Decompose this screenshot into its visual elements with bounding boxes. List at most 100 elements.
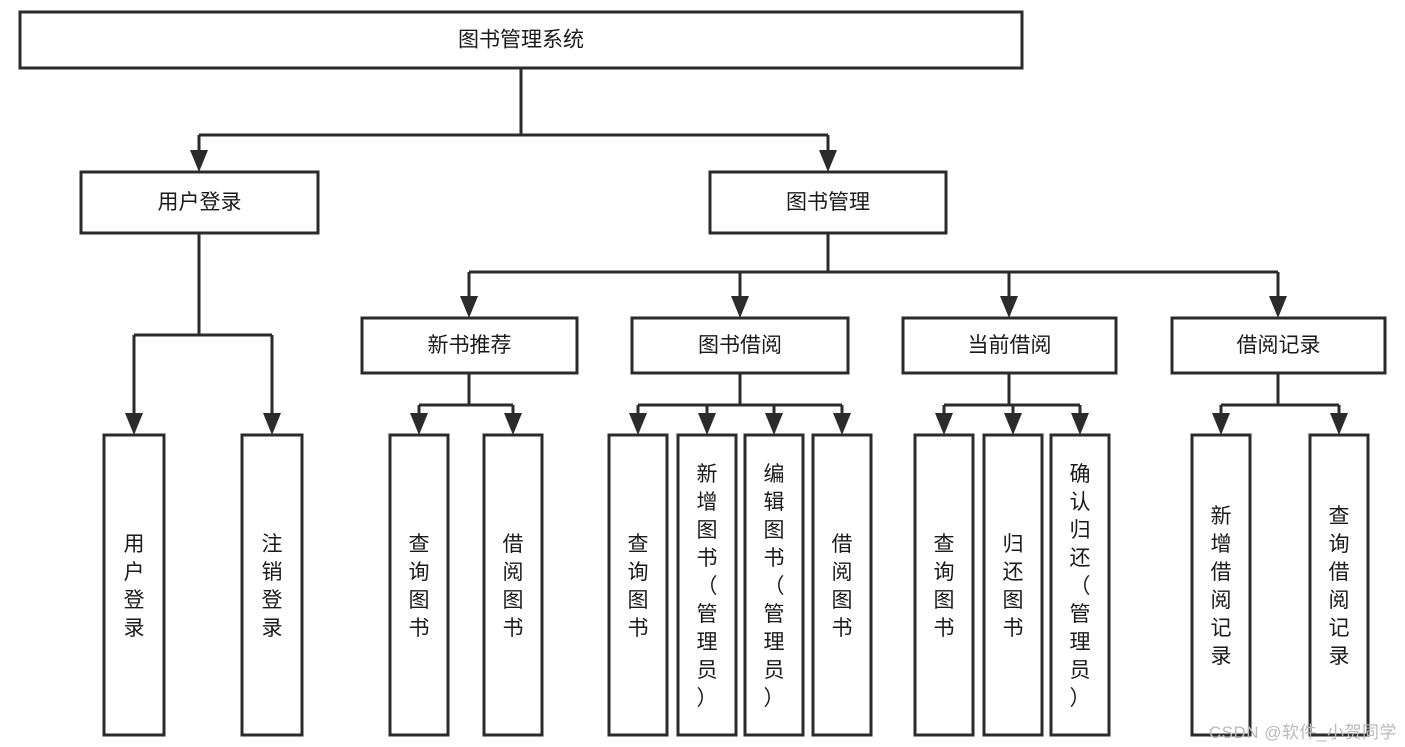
node-book-borrow[interactable]: 图书借阅 [630, 316, 850, 375]
node-leaf-user-login-label-char: 登 [124, 589, 145, 612]
node-leaf-query-record-box[interactable] [1308, 433, 1370, 737]
node-leaf-return-book-label-char: 图 [1003, 589, 1024, 612]
node-leaf-query-book-cur-label-char: 询 [934, 561, 955, 584]
node-leaf-add-record-label-char: 阅 [1211, 589, 1232, 612]
node-leaf-return-book-label-char: 书 [1003, 617, 1024, 640]
arrow-head [629, 413, 647, 435]
node-leaf-borrow-book-rec-label-char: 借 [503, 533, 524, 556]
node-leaf-add-book-box[interactable] [676, 433, 738, 737]
node-leaf-borrow-book-label-char: 阅 [832, 561, 853, 584]
node-leaf-confirm-return-label-char: 员 [1070, 659, 1091, 682]
node-leaf-user-login-box[interactable] [102, 433, 166, 737]
node-leaf-user-login-label-char: 户 [124, 561, 145, 584]
node-leaf-query-record-label-char: 记 [1329, 617, 1350, 640]
node-leaf-add-record-box[interactable] [1190, 433, 1252, 737]
node-leaf-query-book-rec-box[interactable] [388, 433, 450, 737]
node-new-book-rec-box[interactable] [360, 316, 579, 375]
node-current-borrow-box[interactable] [901, 316, 1118, 375]
node-layer: 图书管理系统用户登录图书管理新书推荐图书借阅当前借阅借阅记录用户登录注销登录查询… [18, 10, 1387, 737]
arrow-head [698, 413, 716, 435]
node-leaf-logout-label-char: 注 [262, 533, 283, 556]
node-book-manage[interactable]: 图书管理 [708, 170, 948, 235]
node-leaf-borrow-book-rec-box[interactable] [482, 433, 544, 737]
node-user-login[interactable]: 用户登录 [79, 170, 320, 235]
node-leaf-borrow-book-box[interactable] [811, 433, 873, 737]
arrow-head [935, 413, 953, 435]
arrow-head [731, 296, 749, 318]
arrow-head [765, 413, 783, 435]
node-leaf-confirm-return-label-char: 认 [1070, 491, 1091, 514]
node-leaf-confirm-return-label-char: 还 [1070, 547, 1091, 570]
node-borrow-record[interactable]: 借阅记录 [1170, 316, 1387, 375]
node-leaf-edit-book-label-char: 图 [764, 519, 785, 542]
node-leaf-add-book-label-char: 书 [697, 547, 718, 570]
arrow-head [125, 413, 143, 435]
node-leaf-user-login[interactable]: 用户登录 [102, 433, 166, 737]
node-leaf-confirm-return-box[interactable] [1049, 433, 1111, 737]
node-leaf-logout-box[interactable] [240, 433, 304, 737]
node-leaf-edit-book-label-char: 理 [764, 631, 785, 654]
node-leaf-confirm-return-label-char: （ [1070, 575, 1091, 598]
node-leaf-user-login-label-char: 用 [124, 533, 145, 556]
arrow-head [1330, 413, 1348, 435]
node-leaf-add-book-label-char: 管 [697, 603, 718, 626]
node-new-book-rec[interactable]: 新书推荐 [360, 316, 579, 375]
node-current-borrow-label: 当前借阅 [968, 334, 1052, 357]
node-leaf-query-book-rec-label-char: 书 [409, 617, 430, 640]
node-root-system[interactable]: 图书管理系统 [18, 10, 1024, 70]
node-leaf-add-record-label-char: 借 [1211, 561, 1232, 584]
node-borrow-record-box[interactable] [1170, 316, 1387, 375]
node-root-system-box[interactable] [18, 10, 1024, 70]
node-current-borrow[interactable]: 当前借阅 [901, 316, 1118, 375]
node-leaf-query-book-box[interactable] [607, 433, 669, 737]
node-leaf-logout-label-char: 录 [262, 617, 283, 640]
node-book-borrow-label: 图书借阅 [698, 334, 782, 357]
node-leaf-query-book-label-char: 询 [628, 561, 649, 584]
node-leaf-user-login-label-char: 录 [124, 617, 145, 640]
node-leaf-edit-book-label-char: 管 [764, 603, 785, 626]
node-leaf-query-book-label-char: 书 [628, 617, 649, 640]
node-leaf-add-book-label-char: 增 [697, 491, 718, 514]
node-book-manage-box[interactable] [708, 170, 948, 235]
arrow-head [190, 150, 208, 172]
connector-layer [125, 68, 1348, 435]
node-leaf-query-record-label-char: 询 [1329, 533, 1350, 556]
node-leaf-edit-book-box[interactable] [743, 433, 805, 737]
node-leaf-return-book-box[interactable] [982, 433, 1044, 737]
node-user-login-box[interactable] [79, 170, 320, 235]
node-leaf-edit-book-label-char: 编 [764, 463, 785, 486]
node-leaf-borrow-book-rec-label-char: 图 [503, 589, 524, 612]
node-leaf-borrow-book-label-char: 图 [832, 589, 853, 612]
node-leaf-add-record-label-char: 记 [1211, 617, 1232, 640]
node-user-login-label: 用户登录 [158, 191, 242, 214]
node-leaf-query-book-rec-label-char: 查 [409, 533, 430, 556]
node-leaf-query-book-cur-box[interactable] [913, 433, 975, 737]
node-leaf-query-book-label-char: 图 [628, 589, 649, 612]
node-borrow-record-label: 借阅记录 [1237, 334, 1321, 357]
node-book-borrow-box[interactable] [630, 316, 850, 375]
node-leaf-confirm-return-label-char: 归 [1070, 519, 1091, 542]
node-leaf-add-record-label-char: 新 [1211, 505, 1232, 528]
arrow-head [263, 413, 281, 435]
arrow-head [833, 413, 851, 435]
node-leaf-query-book-rec-label-char: 询 [409, 561, 430, 584]
node-leaf-query-record-label-char: 录 [1329, 645, 1350, 668]
arrow-head [410, 413, 428, 435]
node-leaf-borrow-book-label-char: 借 [832, 533, 853, 556]
node-leaf-confirm-return-label-char: ） [1070, 687, 1091, 710]
arrow-head [819, 150, 837, 172]
